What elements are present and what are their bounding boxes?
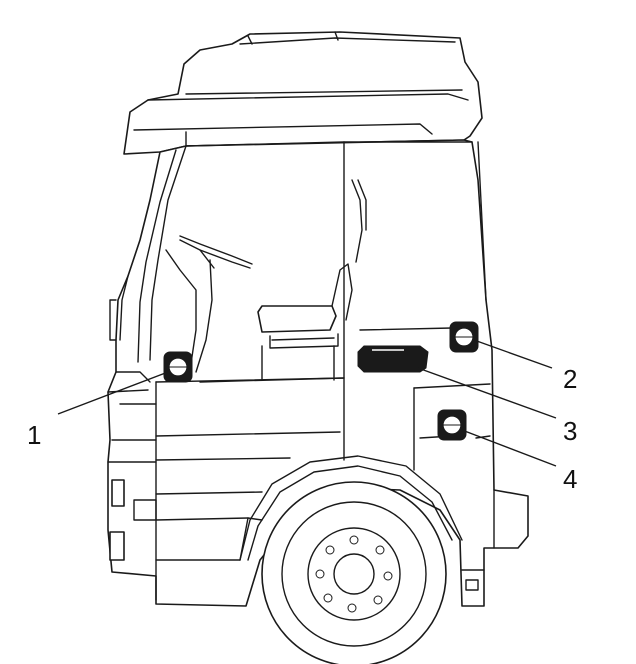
rear-chassis [461,489,495,591]
leader-lines [57,339,557,467]
steering-wheel [165,235,253,373]
front-details [107,299,157,561]
callout-label-1: 1 [27,420,42,450]
leader-line-2 [473,339,553,369]
seat [257,179,367,381]
leader-line-3 [417,367,557,419]
leader-line-1 [57,371,169,415]
a-pillar [119,145,187,363]
component-1-left-door [163,351,193,383]
callout-label-4: 4 [563,464,578,494]
leader-line-4 [461,429,557,467]
wheel [261,481,447,664]
door-panels [155,377,345,601]
roof-spoiler [123,31,483,155]
component-4-rear-lower [437,409,467,441]
component-3-rectangular [357,345,429,373]
rear-wall [359,141,491,471]
callout-label-3: 3 [563,416,578,446]
callout-label-2: 2 [563,364,578,394]
wheel-arch [239,455,463,561]
component-2-rear-upper [449,321,479,353]
